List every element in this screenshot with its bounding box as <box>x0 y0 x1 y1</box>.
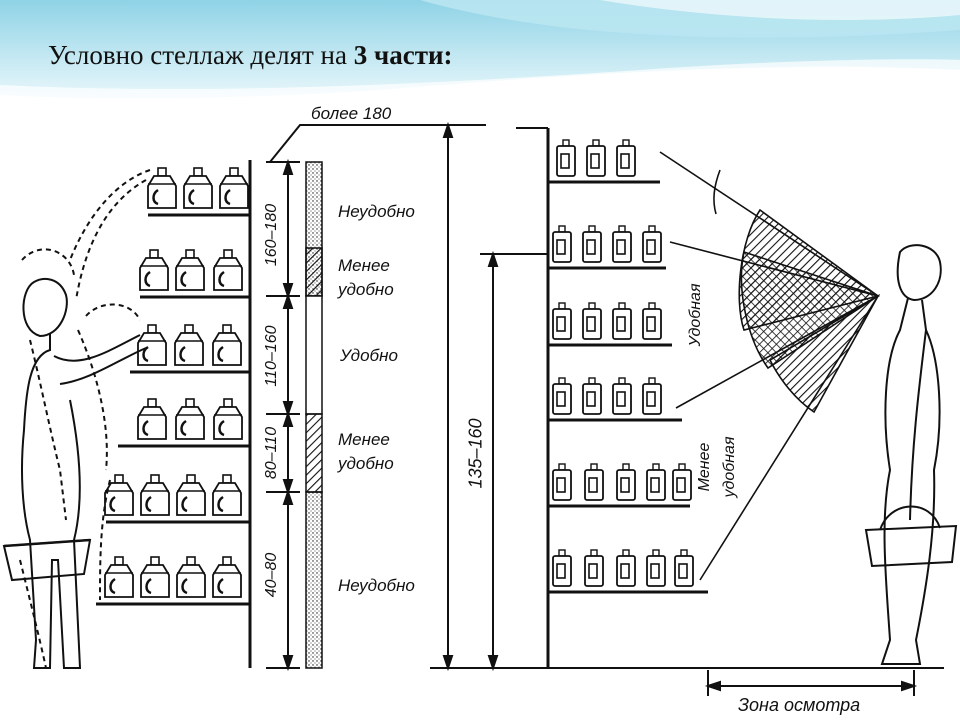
zone-range-110-160: 110–160 <box>263 325 280 387</box>
left-person-figure <box>2 169 151 669</box>
title-bold: 3 части: <box>353 40 453 70</box>
left-dimension-line <box>266 124 440 672</box>
zone-range-80-110: 80–110 <box>263 426 280 480</box>
right-dimension-lines <box>430 121 944 696</box>
title-prefix: Условно стеллаж делят на <box>48 40 354 70</box>
page-title: Условно стеллаж делят на 3 части: <box>48 40 453 71</box>
left-top-label: более 180 <box>311 104 392 123</box>
zone-label-less-comfortable-top-2: удобно <box>338 280 394 299</box>
right-person-figure <box>864 244 958 665</box>
right-height-range: 135–160 <box>465 418 486 489</box>
zone-label-less-comfortable-top-1: Менее <box>338 256 390 275</box>
zone-bar <box>305 161 323 669</box>
header-banner <box>0 0 960 110</box>
view-cone <box>659 151 881 581</box>
zone-label-uncomfortable-bottom: Неудобно <box>338 576 415 595</box>
zone-label-less-comfortable-bottom-1: Менее <box>338 430 390 449</box>
less-convenient-zone-label-2: удобная <box>721 436 738 498</box>
zone-label-less-comfortable-bottom-2: удобно <box>338 454 394 473</box>
left-rack <box>96 160 252 668</box>
zone-label-comfortable: Удобно <box>340 346 398 365</box>
zone-range-160-180: 160–180 <box>263 203 280 267</box>
zone-label-uncomfortable-top: Неудобно <box>338 202 415 221</box>
zone-range-40-80: 40–80 <box>263 552 280 598</box>
right-rack <box>516 127 708 668</box>
less-convenient-zone-label-1: Менее <box>696 442 713 492</box>
inspection-zone-label: Зона осмотра <box>738 695 861 715</box>
convenient-zone-label: Удобная <box>687 283 704 347</box>
